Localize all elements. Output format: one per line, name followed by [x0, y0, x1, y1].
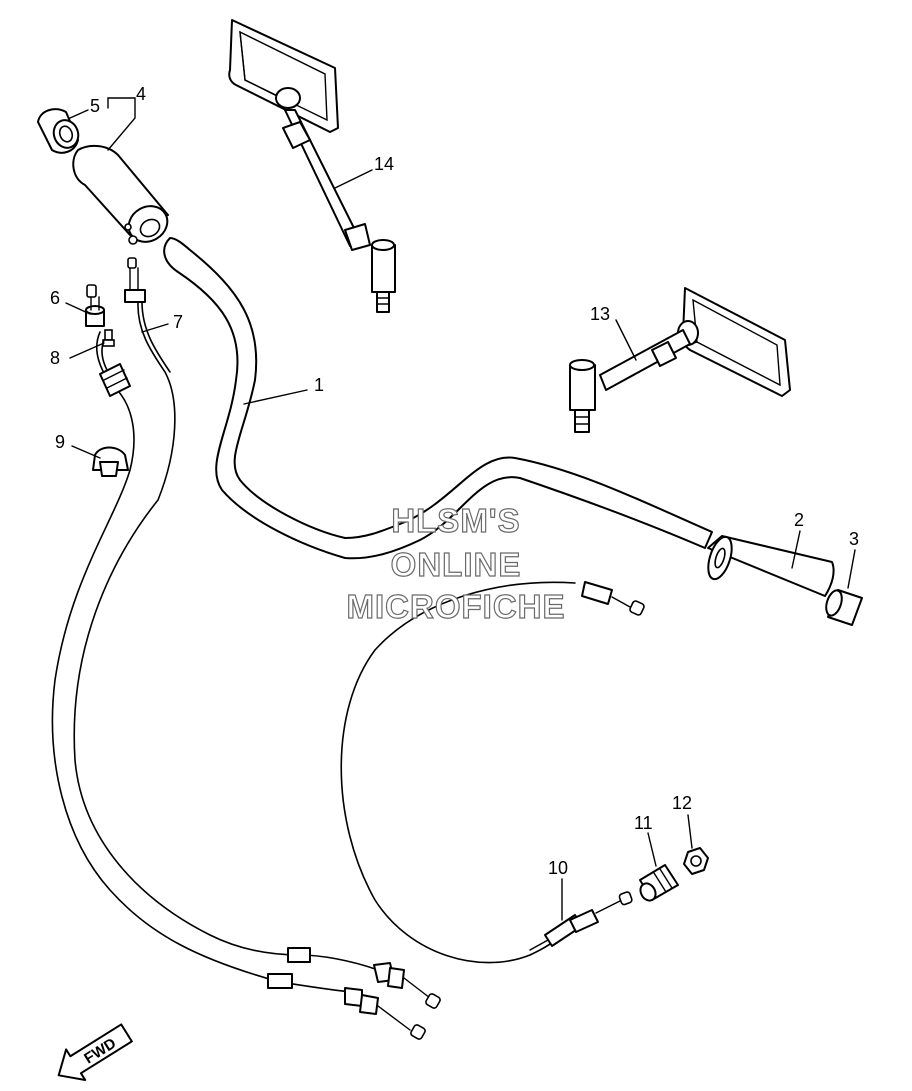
callout-12: 12: [672, 793, 692, 813]
fwd-arrow: FWD: [57, 1023, 133, 1081]
screw-8: [102, 329, 115, 347]
leader-lines: [65, 109, 856, 921]
callout-14: 14: [374, 154, 394, 174]
handlebar: [163, 237, 713, 560]
callout-6: 6: [50, 288, 60, 308]
watermark-line-1: HLSM'S: [391, 502, 520, 539]
callout-8: 8: [50, 348, 60, 368]
watermark-line-3: MICROFICHE: [347, 588, 566, 625]
callout-7: 7: [173, 312, 183, 332]
callout-9: 9: [55, 432, 65, 452]
grip-cap: [37, 108, 80, 154]
callout-1: 1: [314, 375, 324, 395]
throttle-cables: [51, 301, 441, 1040]
grip-end: [825, 589, 863, 626]
callout-5: 5: [90, 96, 100, 116]
cable-fitting-7: [124, 257, 146, 303]
clutch-cable: [340, 581, 645, 964]
right-mirror: [569, 287, 791, 433]
right-grip: [707, 535, 835, 597]
callout-10: 10: [548, 858, 568, 878]
callouts: 1 2 3 4 5 6 7 8 9 10 11 12 13 14: [50, 84, 859, 878]
callout-2: 2: [794, 510, 804, 530]
adjuster-11: [639, 864, 679, 902]
callout-13: 13: [590, 304, 610, 324]
watermark-line-2: ONLINE: [391, 546, 522, 583]
clamp-9: [92, 446, 129, 477]
bracket-4: [107, 97, 136, 151]
throttle-grip: [72, 144, 169, 245]
callout-4: 4: [136, 84, 146, 104]
left-mirror: [228, 19, 396, 313]
nut-12: [683, 847, 709, 875]
watermark: HLSM'S ONLINE MICROFICHE: [346, 501, 566, 625]
callout-3: 3: [849, 529, 859, 549]
cable-fitting-6: [85, 284, 105, 327]
callout-11: 11: [634, 813, 653, 833]
